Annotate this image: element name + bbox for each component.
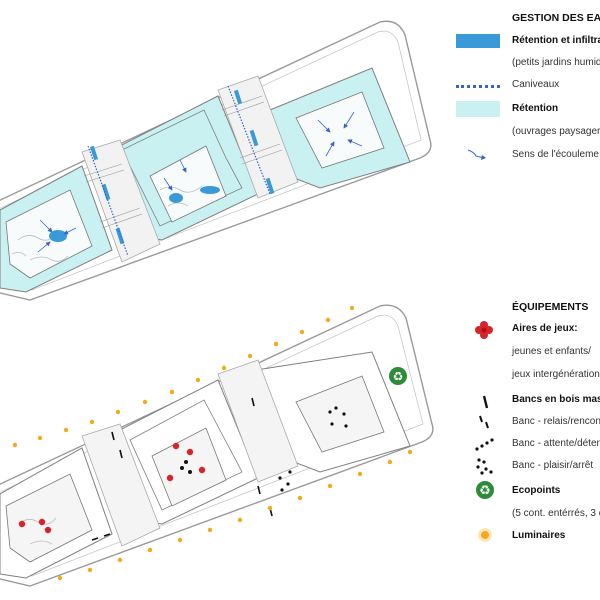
legend-equipment-item-9: Luminaires bbox=[512, 530, 566, 541]
legend-equipment-item-4: Banc - relais/rencont bbox=[512, 416, 600, 427]
bench-icon bbox=[482, 395, 489, 409]
legend-equipment-item-6: Banc - plaisir/arrêt bbox=[512, 460, 594, 471]
ecopoint-marker: ♻ bbox=[389, 367, 407, 385]
bench-row-icon bbox=[475, 438, 494, 451]
legend-water-item-3: Rétention bbox=[512, 103, 559, 114]
parcel-outline-top bbox=[0, 20, 432, 301]
parcel-outline-bottom bbox=[0, 304, 434, 587]
block-left bbox=[0, 165, 113, 293]
luminaire-markers bbox=[12, 305, 413, 581]
legend-equipment-item-3: Bancs en bois mas bbox=[512, 394, 600, 405]
legend-equipment-item-0: Aires de jeux: bbox=[512, 323, 578, 334]
red-flower-icon bbox=[475, 321, 493, 339]
block-centre bbox=[111, 95, 259, 241]
legend-equipment-item-2: jeux intergénérationn bbox=[512, 369, 600, 380]
legend-water-item-4: (ouvrages paysager bbox=[512, 126, 600, 137]
svg-text:♻: ♻ bbox=[393, 370, 404, 384]
legend-water-item-2: Caniveaux bbox=[512, 79, 560, 90]
legend-water-item-0: Rétention et infiltra bbox=[512, 35, 600, 46]
infiltration-swatch bbox=[456, 34, 500, 48]
recycle-icon: ♻ bbox=[476, 481, 494, 499]
gutter-lines bbox=[87, 85, 271, 257]
lamp-icon bbox=[478, 528, 492, 542]
legend-water-item-5: Sens de l'écouleme bbox=[512, 149, 599, 160]
bench-pair-icon bbox=[479, 415, 489, 429]
legend-equipment-item-1: jeunes et enfants/ bbox=[512, 346, 591, 357]
flow-arrow-icon bbox=[467, 149, 486, 160]
svg-text:♻: ♻ bbox=[479, 484, 491, 499]
legend-water-title: GESTION DES EAU bbox=[512, 12, 600, 24]
legend-water-item-1: (petits jardins humide bbox=[512, 57, 600, 68]
legend-equipment: ÉQUIPEMENTS Aires de jeux: jeunes et enf… bbox=[456, 290, 600, 570]
retention-swatch bbox=[456, 101, 500, 117]
equipment-plan: ♻ bbox=[0, 304, 434, 587]
bench-cluster-icon bbox=[476, 458, 493, 475]
legend-equipment-item-7: Ecopoints bbox=[512, 485, 561, 496]
legend-water: GESTION DES EAU Rétention et infiltra (p… bbox=[456, 0, 600, 200]
playground-markers bbox=[18, 442, 206, 534]
legend-equipment-item-8: (5 cont. entérrés, 3 c bbox=[512, 508, 600, 519]
legend-equipment-title: ÉQUIPEMENTS bbox=[512, 301, 589, 313]
block-right bbox=[269, 67, 411, 189]
water-plan bbox=[0, 20, 432, 301]
legend-equipment-item-5: Banc - attente/déten bbox=[512, 438, 600, 449]
gutter-swatch bbox=[456, 85, 500, 91]
